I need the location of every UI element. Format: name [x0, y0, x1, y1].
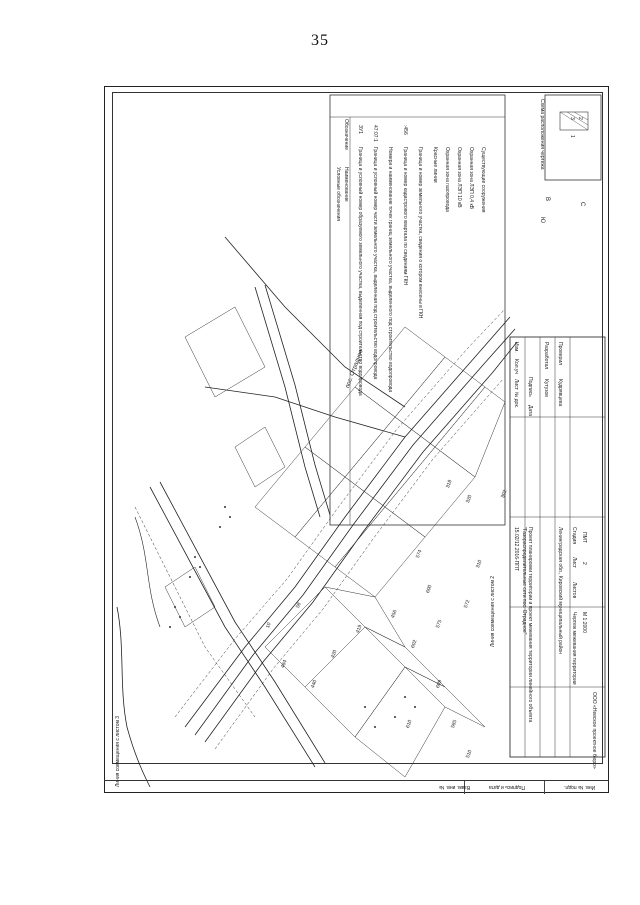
stamp-project-title: Проект планировки территории и проект ме…	[521, 527, 533, 723]
cadastral-map	[116, 94, 606, 788]
legend-header: Условные обозначения	[335, 167, 341, 222]
legend-row-1-symbol: 47:07:1	[372, 125, 378, 142]
south-label: Ю	[539, 217, 545, 224]
stamp-role-2: Проверил	[557, 342, 563, 366]
stamp-col-0: Изм.	[513, 342, 519, 353]
north-label: С	[579, 202, 585, 207]
stamp-col-2: Лист	[513, 379, 519, 390]
stamp-col-3: № док.	[513, 392, 519, 409]
legend-row-9-text: Существующие сооружения	[480, 147, 486, 213]
legend-row-0-symbol: ЗУ1	[357, 125, 363, 134]
stamp-doc-code: 15.02/12.2016-ППТ	[513, 527, 519, 571]
east-label: В	[544, 197, 550, 202]
legend-row-7-text: Охранная зона ЛЭП 10 кВ	[456, 147, 462, 208]
stamp-role-1: Разработал	[543, 342, 549, 370]
inset-cell-2: 2	[577, 117, 583, 120]
stamp-sheet-label: Лист	[571, 557, 577, 568]
stamp-sheet-title: Чертеж межевания территории	[571, 612, 577, 685]
legend-row-0-text: Граница и условный номер образуемого зем…	[357, 147, 363, 396]
stamp-sheets-label: Листов	[571, 582, 577, 599]
stamp-org: ООО «Невское проектное бюро»	[591, 692, 597, 769]
approval-strip: Инв. № подл. Подпись и дата Взам. инв. №	[104, 780, 609, 794]
inset-cell-3: 3	[569, 117, 575, 120]
legend-row-3-symbol: :456	[402, 125, 408, 135]
page-number: 35	[311, 32, 329, 49]
legend-col-name: Наименование	[343, 167, 349, 202]
legend-row-6-text: Охранная зона газопровода	[444, 147, 450, 212]
drawing-sheet: С В Ю Схема расположения чертежа 1 2 3 п…	[104, 86, 609, 793]
drawing-frame	[112, 92, 603, 764]
stamp-scale: М 1:2000	[581, 612, 587, 633]
stamp-col-5: Дата	[527, 405, 533, 417]
fragment-label-2: Линия совмещения с листом 2	[490, 575, 496, 647]
legend-row-3-text: Граница и номер кадастрового квартала по…	[402, 147, 408, 286]
legend-row-2-text: Номера и наименование точек границ земел…	[387, 147, 393, 393]
signature-date-label: Подпись и дата	[489, 784, 525, 790]
fragment-label: Линия совмещения с листом 3	[115, 715, 121, 787]
replacement-inventory-label: Взам. инв. №	[439, 784, 470, 790]
legend-row-8-text: Охранная зона ЛЭП 0,4 кВ	[468, 147, 474, 209]
legend-row-1-text: Граница и условный номер части земельног…	[372, 147, 378, 380]
inset-title: Схема расположения чертежа	[539, 99, 545, 170]
stamp-sheet: 2	[581, 562, 587, 565]
stamp-col-4: Подпись	[527, 377, 533, 397]
stamp-col-1: Кол.уч	[513, 359, 519, 374]
inventory-number-label: Инв. № подл.	[564, 784, 596, 790]
stamp-name-2: Кудрявцева	[557, 379, 563, 407]
stamp-stage-label: Стадия	[571, 527, 577, 545]
legend-row-5-text: Красные линии	[432, 147, 438, 183]
legend-row-4-text: Граница и номер земельного участка, свед…	[417, 147, 423, 319]
inset-cell-1: 1	[569, 135, 575, 138]
stamp-stage: ПМТ	[581, 532, 587, 543]
stamp-name-1: Кутузов	[543, 379, 549, 397]
stamp-location: Ленинградская обл., Кировский муниципаль…	[557, 527, 563, 655]
legend-col-symbol: Обозначение	[343, 119, 349, 150]
